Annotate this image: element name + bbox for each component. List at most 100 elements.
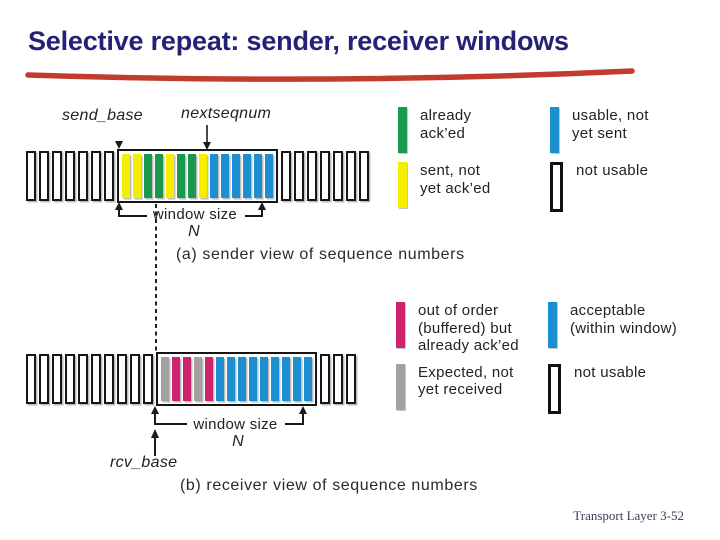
- seq-slot-not-usable: [320, 151, 330, 201]
- seq-slot-acceptable: [249, 357, 257, 401]
- seq-slot-sent: [166, 154, 174, 198]
- seq-slot-not-usable: [346, 151, 356, 201]
- seq-slot-acceptable: [260, 357, 268, 401]
- sender-legend: already ack’ed usable, not yet sent sent, …: [398, 107, 720, 212]
- window-size-n-b: N: [232, 433, 244, 450]
- seq-slot-not-usable: [78, 151, 88, 201]
- seq-slot-buffered: [205, 357, 213, 401]
- legend-swatch-acceptable-icon: [548, 302, 557, 348]
- legend-label: already ack’ed: [420, 107, 472, 142]
- title-underline-icon: [25, 68, 635, 82]
- legend-item: Expected, not yet received: [396, 363, 548, 414]
- seq-slot-not-usable: [91, 354, 101, 404]
- legend-item: not usable: [548, 363, 720, 414]
- legend-item: usable, not yet sent: [550, 107, 720, 153]
- seq-slot-not-usable: [294, 151, 304, 201]
- seq-slot-not-usable: [130, 354, 140, 404]
- legend-label: not usable: [576, 162, 649, 179]
- legend-swatch-buffered-icon: [396, 302, 405, 348]
- send-base-label: send_base: [62, 107, 143, 124]
- seq-slot-not-usable: [78, 354, 88, 404]
- seq-slot-sent: [133, 154, 141, 198]
- legend-label: acceptable (within window): [570, 302, 678, 337]
- legend-label: usable, not yet sent: [572, 107, 649, 142]
- seq-slot-acceptable: [293, 357, 301, 401]
- legend-label: not usable: [574, 363, 647, 381]
- window-size-label-b: window size: [193, 416, 278, 433]
- seq-slot-not-usable: [26, 151, 36, 201]
- legend-item: acceptable (within window): [548, 302, 720, 355]
- seq-slot-not-usable: [39, 151, 49, 201]
- legend-label: sent, not yet ack’ed: [420, 162, 491, 197]
- seq-slot-not-usable: [52, 354, 62, 404]
- seq-slot-not-usable: [91, 151, 101, 201]
- window-size-label-a: window size: [152, 206, 238, 223]
- seq-slot-not-usable: [143, 354, 153, 404]
- seq-slot-usable: [232, 154, 240, 198]
- rcv-base-arrow-icon: [151, 429, 159, 456]
- seq-slot-not-usable: [65, 354, 75, 404]
- legend-item: not usable: [550, 162, 720, 212]
- legend-item: already ack’ed: [398, 107, 550, 153]
- seq-slot-not-usable: [52, 151, 62, 201]
- seq-slot-usable: [210, 154, 218, 198]
- seq-slot-usable: [243, 154, 251, 198]
- seq-slot-not-usable: [39, 354, 49, 404]
- seq-slot-acked: [188, 154, 196, 198]
- legend-swatch-usable-icon: [550, 107, 559, 153]
- seq-slot-not-usable: [333, 151, 343, 201]
- sender-sequence-row: [26, 149, 369, 203]
- seq-slot-not-usable: [320, 354, 330, 404]
- page-title: Selective repeat: sender, receiver windo…: [28, 26, 569, 56]
- seq-slot-expected: [194, 357, 202, 401]
- legend-swatch-not_usable-icon: [548, 363, 561, 414]
- caption-sender-view: (a) sender view of sequence numbers: [176, 246, 465, 263]
- window-box: [117, 149, 278, 203]
- seq-slot-not-usable: [346, 354, 356, 404]
- seq-slot-acked: [155, 154, 163, 198]
- receiver-legend: out of order (buffered) but already ack’…: [396, 302, 720, 414]
- seq-slot-not-usable: [281, 151, 291, 201]
- seq-slot-expected: [161, 357, 169, 401]
- legend-item: out of order (buffered) but already ack’…: [396, 302, 548, 355]
- seq-slot-usable: [265, 154, 273, 198]
- seq-slot-acceptable: [271, 357, 279, 401]
- seq-slot-acceptable: [227, 357, 235, 401]
- slide-page-number: Transport Layer 3-52: [573, 508, 684, 523]
- seq-slot-not-usable: [117, 354, 127, 404]
- legend-swatch-acked-icon: [398, 107, 407, 153]
- seq-slot-acceptable: [238, 357, 246, 401]
- seq-slot-not-usable: [359, 151, 369, 201]
- legend-swatch-not_usable-icon: [550, 162, 563, 212]
- caption-receiver-view: (b) receiver view of sequence numbers: [180, 477, 478, 494]
- legend-swatch-sent-icon: [398, 162, 407, 208]
- nextseqnum-arrow-icon: [203, 125, 211, 150]
- rcv-base-label: rcv_base: [110, 454, 178, 471]
- seq-slot-acked: [144, 154, 152, 198]
- legend-label: out of order (buffered) but already ack’…: [418, 302, 519, 354]
- seq-slot-buffered: [183, 357, 191, 401]
- seq-slot-not-usable: [104, 151, 114, 201]
- seq-slot-not-usable: [65, 151, 75, 201]
- seq-slot-not-usable: [104, 354, 114, 404]
- seq-slot-not-usable: [26, 354, 36, 404]
- seq-slot-acceptable: [282, 357, 290, 401]
- window-size-n-a: N: [188, 223, 200, 240]
- seq-slot-usable: [221, 154, 229, 198]
- seq-slot-sent: [122, 154, 130, 198]
- seq-slot-buffered: [172, 357, 180, 401]
- seq-slot-acceptable: [304, 357, 312, 401]
- legend-swatch-expected-icon: [396, 363, 405, 410]
- legend-item: sent, not yet ack’ed: [398, 162, 550, 212]
- seq-slot-acceptable: [216, 357, 224, 401]
- nextseqnum-label: nextseqnum: [181, 105, 272, 122]
- legend-label: Expected, not yet received: [418, 363, 514, 399]
- seq-slot-usable: [254, 154, 262, 198]
- window-box: [156, 352, 317, 406]
- seq-slot-not-usable: [333, 354, 343, 404]
- receiver-sequence-row: [26, 352, 356, 406]
- seq-slot-sent: [199, 154, 207, 198]
- seq-slot-acked: [177, 154, 185, 198]
- seq-slot-not-usable: [307, 151, 317, 201]
